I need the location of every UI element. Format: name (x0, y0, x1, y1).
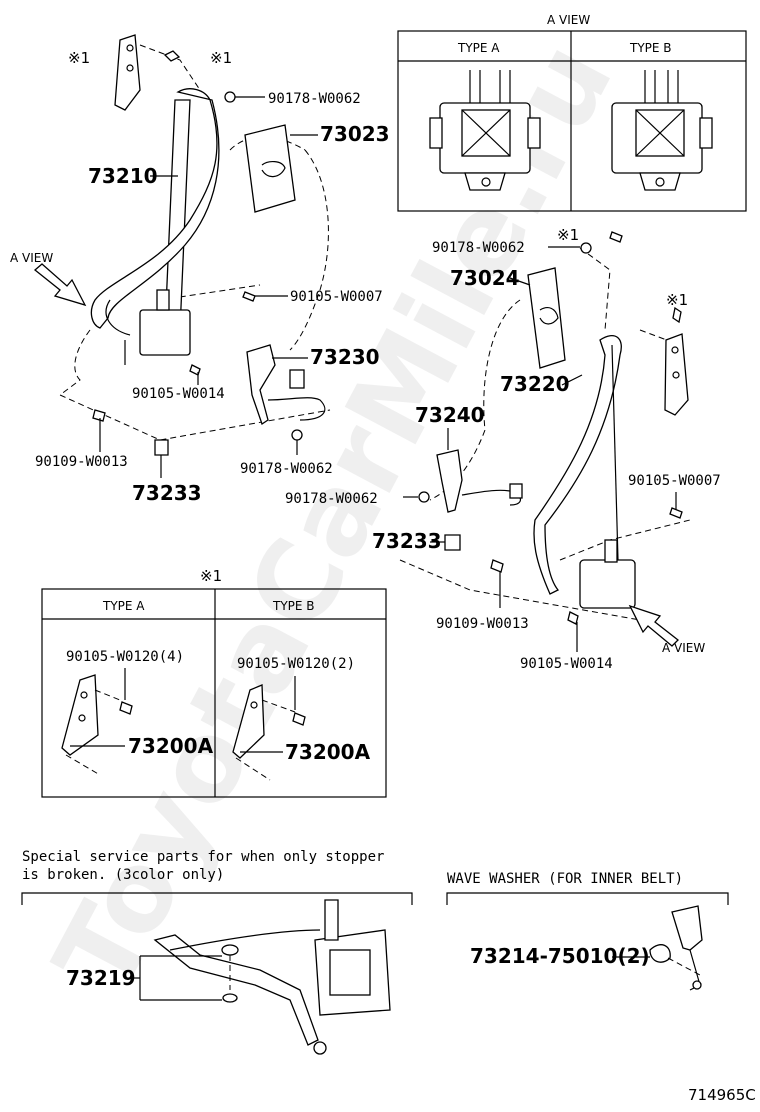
stopper-part-73219: 73219 (66, 966, 136, 990)
note-1-b-part: 73200A (285, 740, 371, 764)
a-view-label-left: A VIEW (10, 251, 53, 265)
callout-73240: 73240 (415, 403, 485, 427)
callout-90178-w0062-d: 90178-W0062 (285, 491, 378, 507)
note-1-type-a: TYPE A (102, 599, 145, 613)
a-view-title: A VIEW (547, 13, 590, 27)
callout-73024: 73024 (450, 266, 520, 290)
note-1-box: ※1 TYPE A TYPE B 90105-W0120(4) 90105-W0… (41, 567, 387, 798)
note-1-a-part: 73200A (128, 734, 214, 758)
callout-90178-w0062-c: 90178-W0062 (432, 240, 525, 256)
callout-90105-w0007-a: 90105-W0007 (290, 289, 383, 305)
note-1-a-bolt: 90105-W0120(4) (66, 649, 184, 665)
callout-90105-w0007-b: 90105-W0007 (628, 473, 721, 489)
mark-1-b: ※1 (210, 49, 232, 67)
wave-washer-title: WAVE WASHER (FOR INNER BELT) (447, 871, 683, 887)
a-view-box: A VIEW TYPE A TYPE B (397, 13, 747, 212)
callout-73233-a: 73233 (132, 481, 202, 505)
callout-labels: ※1 ※1 90178-W0062 73023 73210 A VIEW 901… (10, 49, 721, 672)
callout-73023: 73023 (320, 122, 390, 146)
a-view-type-b: TYPE B (629, 41, 672, 55)
callout-73210: 73210 (88, 164, 158, 188)
wave-washer-section: WAVE WASHER (FOR INNER BELT) 73214-75010… (446, 871, 729, 991)
callout-73230: 73230 (310, 345, 380, 369)
a-view-type-a: TYPE A (457, 41, 500, 55)
retractor-type-a-drawing (429, 70, 541, 191)
stopper-note-line-1: Special service parts for when only stop… (22, 849, 384, 865)
callout-73220: 73220 (500, 372, 570, 396)
stopper-section: Special service parts for when only stop… (21, 849, 413, 1055)
note-1-b-bolt: 90105-W0120(2) (237, 656, 355, 672)
callout-90178-w0062-b: 90178-W0062 (240, 461, 333, 477)
stopper-note-line-2: is broken. (3color only) (22, 867, 224, 883)
left-belt-assembly (33, 34, 331, 456)
callout-90109-w0013-b: 90109-W0013 (436, 616, 529, 632)
wave-washer-part: 73214-75010(2) (470, 944, 650, 968)
callout-90105-w0014-a: 90105-W0014 (132, 386, 225, 402)
mark-1-a: ※1 (68, 49, 90, 67)
leader-lines (99, 96, 677, 652)
note-1-type-b: TYPE B (272, 599, 315, 613)
diagram-code: 714965C (688, 1086, 756, 1104)
right-belt-assembly (399, 231, 691, 647)
retractor-type-b-drawing (611, 70, 713, 191)
callout-90105-w0014-b: 90105-W0014 (520, 656, 613, 672)
mark-1-c: ※1 (557, 226, 579, 244)
a-view-label-right: A VIEW (662, 641, 705, 655)
callout-90109-w0013-a: 90109-W0013 (35, 454, 128, 470)
note-1-title: ※1 (200, 567, 222, 585)
callout-73233-b: 73233 (372, 529, 442, 553)
callout-90178-w0062-a: 90178-W0062 (268, 91, 361, 107)
mark-1-d: ※1 (666, 291, 688, 309)
